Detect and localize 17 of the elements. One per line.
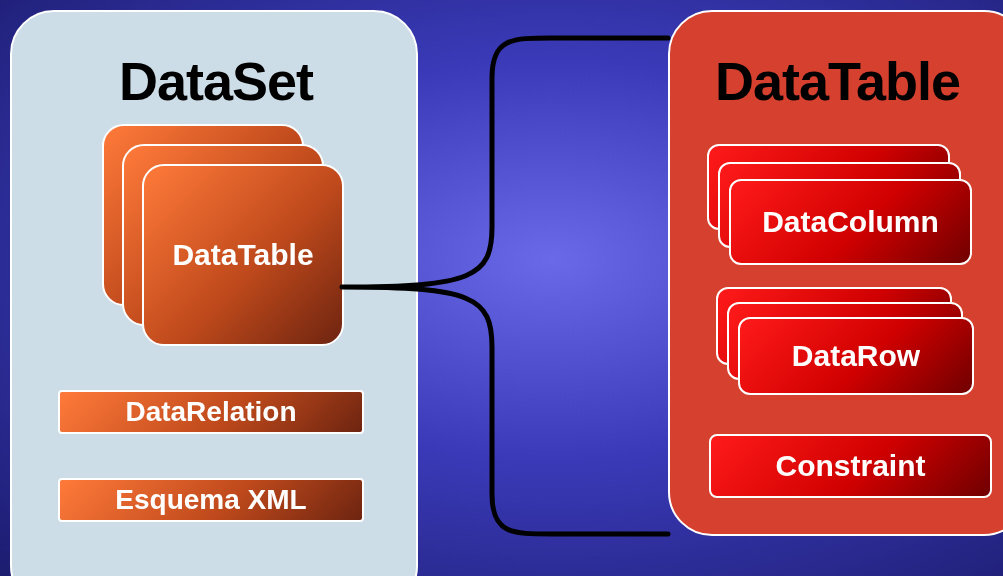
panel-title: DataSet — [117, 50, 315, 112]
panel-title: DataTable — [713, 50, 962, 112]
curly-brace-connector — [339, 35, 671, 537]
card-label: Constraint — [775, 449, 926, 483]
card-label: DataRow — [791, 339, 921, 373]
stacked-cards — [707, 144, 972, 265]
card-label: DataRelation — [125, 396, 297, 428]
label-bar — [58, 478, 364, 522]
label-bar — [58, 390, 364, 434]
card-label: DataColumn — [762, 205, 939, 239]
container-panel — [668, 10, 1003, 536]
card-label: DataTable — [172, 238, 314, 272]
container-panel — [10, 10, 418, 576]
label-bar — [709, 434, 992, 498]
card-label: Esquema XML — [115, 484, 307, 516]
stacked-cards — [102, 124, 344, 346]
stacked-cards — [716, 287, 974, 395]
